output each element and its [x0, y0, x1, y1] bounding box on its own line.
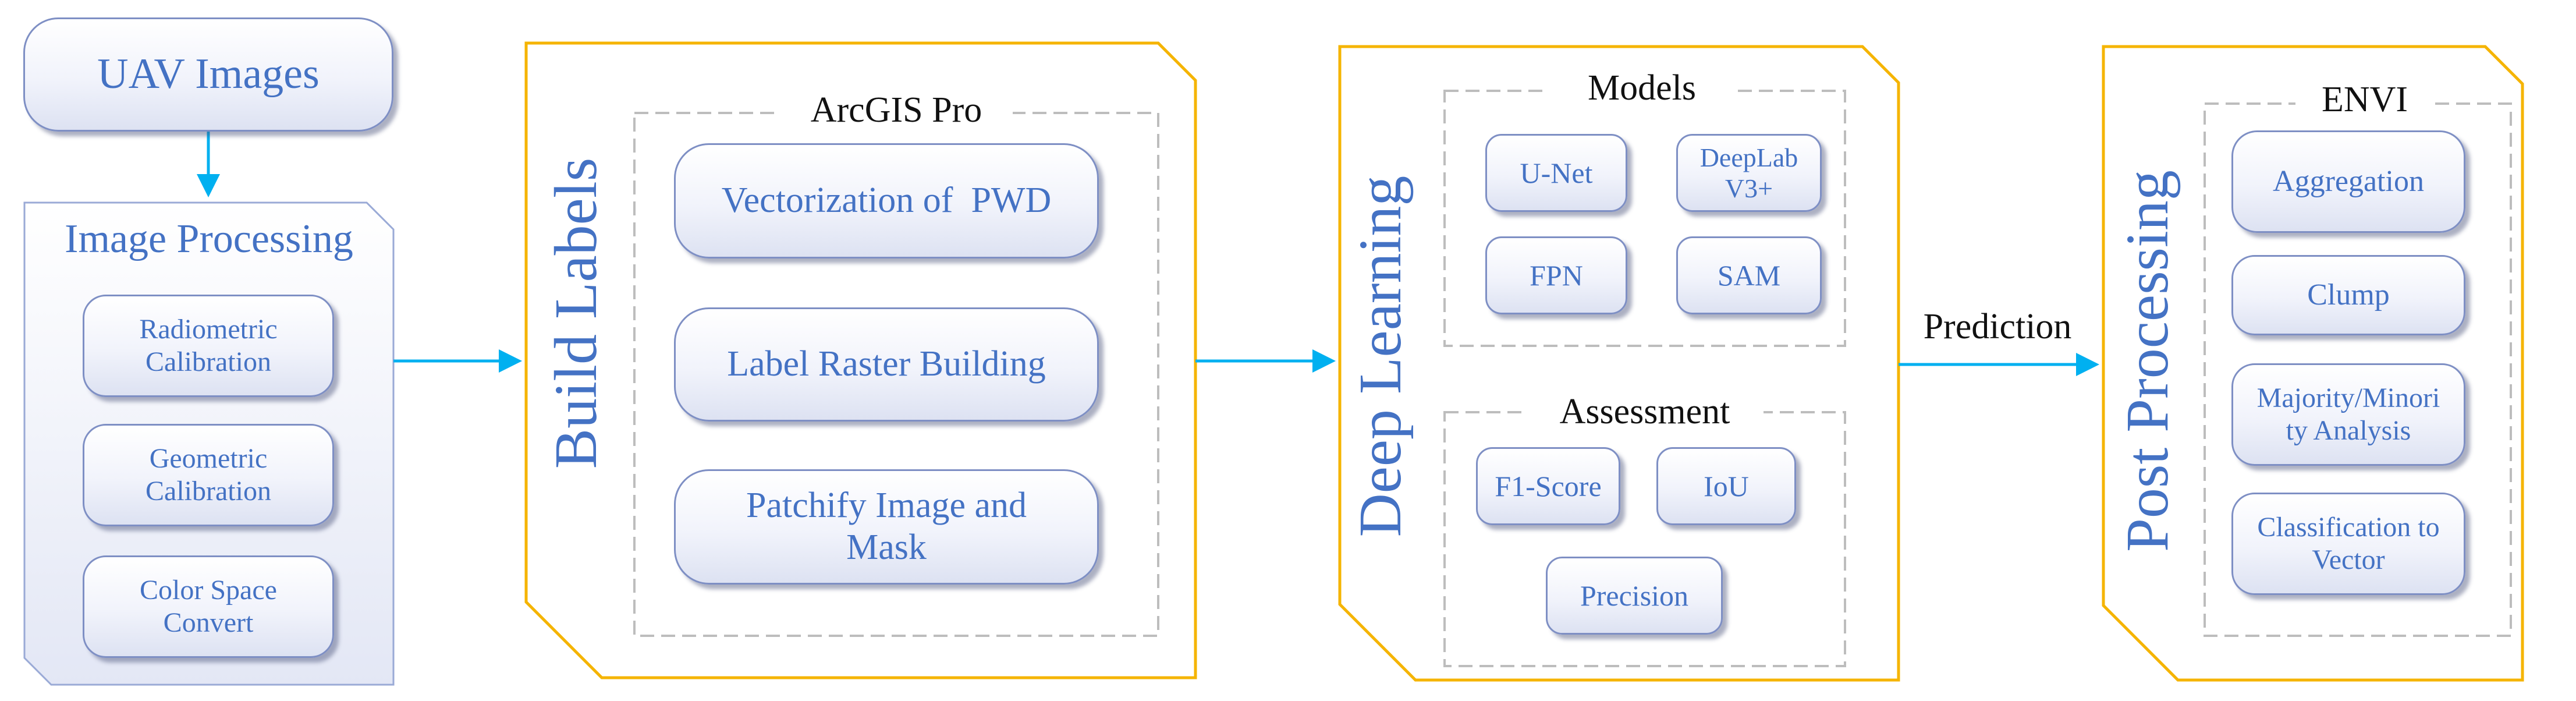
color-space-convert-label: Color Space Convert — [140, 575, 277, 638]
post-processing-title: Post Processing — [2114, 170, 2181, 552]
arcgis-pro-title: ArcGIS Pro — [780, 92, 1013, 128]
deep-learning-title: Deep Learning — [1347, 175, 1414, 537]
uav-images-label: UAV Images — [97, 50, 320, 98]
sam-node: SAM — [1676, 236, 1822, 314]
prediction-label: Prediction — [1923, 307, 2072, 346]
uav-images-node: UAV Images — [23, 17, 393, 132]
unet-node: U-Net — [1485, 134, 1627, 212]
fpn-node: FPN — [1485, 236, 1627, 314]
iou-label: IoU — [1704, 470, 1749, 502]
majority-minority-analysis-label: Majority/Minori ty Analysis — [2256, 383, 2440, 446]
radiometric-calibration-node: Radiometric Calibration — [83, 295, 334, 397]
fpn-label: FPN — [1530, 259, 1583, 292]
aggregation-label: Aggregation — [2273, 164, 2424, 198]
models-title: Models — [1549, 70, 1734, 106]
deeplab-v3-node: DeepLab V3+ — [1676, 134, 1822, 212]
patchify-image-mask-label: Patchify Image and Mask — [746, 486, 1027, 567]
assessment-title: Assessment — [1526, 394, 1764, 430]
f1-score-node: F1-Score — [1476, 447, 1620, 525]
radiometric-calibration-label: Radiometric Calibration — [139, 314, 278, 377]
label-raster-building-node: Label Raster Building — [674, 307, 1099, 422]
clump-label: Clump — [2307, 278, 2390, 311]
majority-minority-analysis-node: Majority/Minori ty Analysis — [2231, 363, 2465, 466]
unet-label: U-Net — [1520, 157, 1593, 189]
iou-node: IoU — [1656, 447, 1796, 525]
build-labels-title: Build Labels — [542, 157, 609, 469]
aggregation-node: Aggregation — [2231, 130, 2465, 233]
precision-label: Precision — [1580, 579, 1689, 612]
deeplab-v3-label: DeepLab V3+ — [1699, 142, 1798, 203]
precision-node: Precision — [1546, 557, 1723, 635]
label-raster-building-label: Label Raster Building — [727, 344, 1046, 384]
sam-label: SAM — [1717, 259, 1781, 292]
clump-node: Clump — [2231, 255, 2465, 335]
vectorization-pwd-label: Vectorization of PWD — [721, 180, 1052, 221]
f1-score-label: F1-Score — [1495, 470, 1602, 502]
patchify-image-mask-node: Patchify Image and Mask — [674, 469, 1099, 585]
image-processing-title: Image Processing — [65, 217, 353, 261]
color-space-convert-node: Color Space Convert — [83, 555, 334, 658]
geometric-calibration-label: Geometric Calibration — [146, 443, 271, 507]
classification-to-vector-label: Classification to Vector — [2257, 512, 2440, 575]
vectorization-pwd-node: Vectorization of PWD — [674, 143, 1099, 259]
envi-title: ENVI — [2295, 82, 2434, 118]
classification-to-vector-node: Classification to Vector — [2231, 493, 2465, 595]
geometric-calibration-node: Geometric Calibration — [83, 424, 334, 526]
